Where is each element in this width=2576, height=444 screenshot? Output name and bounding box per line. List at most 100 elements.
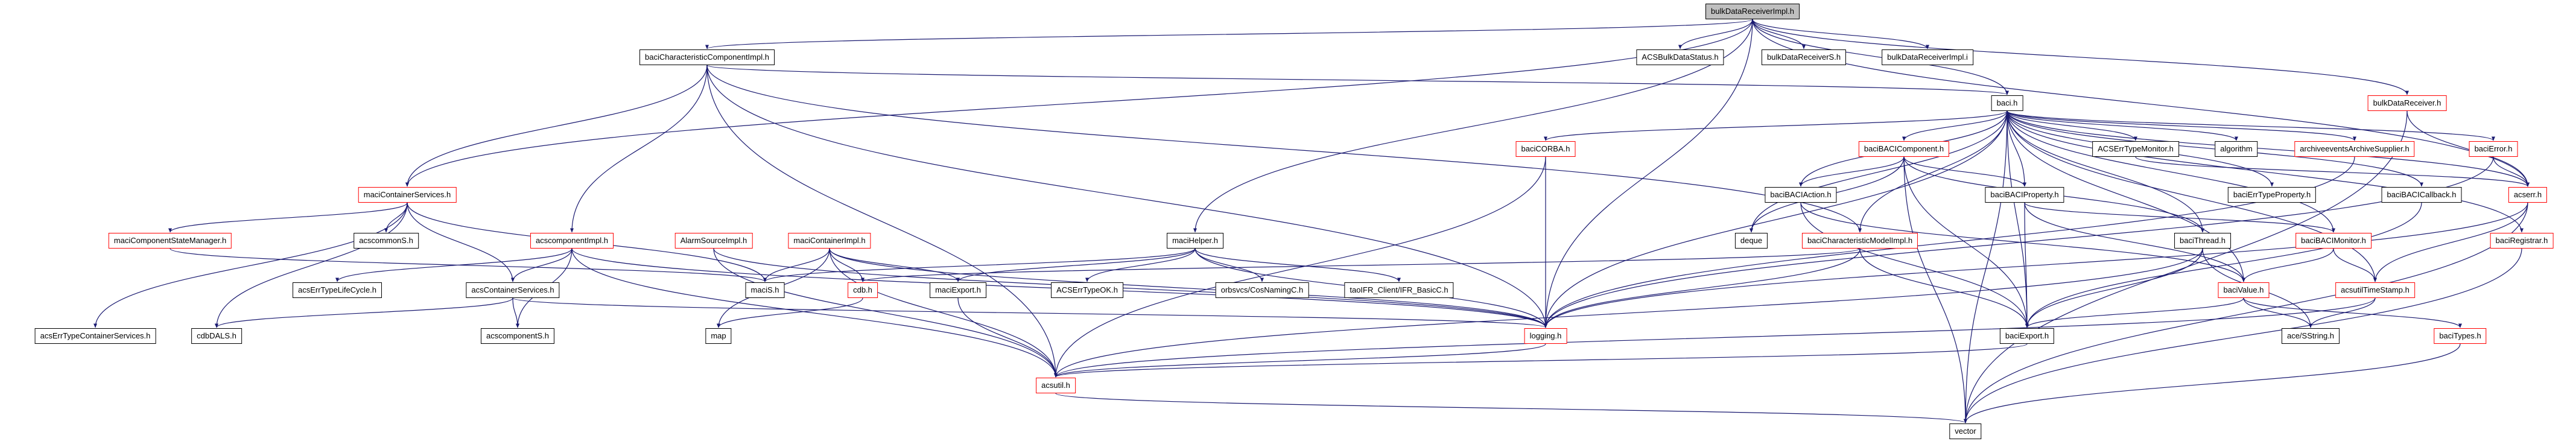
graph-node-ACSBulkDataStatus_h[interactable]: ACSBulkDataStatus.h (1636, 49, 1724, 65)
graph-node-baciRegistrar_h[interactable]: baciRegistrar.h (2490, 233, 2554, 249)
graph-node-baciTypes_h[interactable]: baciTypes.h (2434, 328, 2487, 344)
graph-edge-baci_h-to-baciBACIMonitor_h (2007, 110, 2335, 233)
graph-edge-baciBACIProperty_h-to-baciExport_h (2024, 202, 2029, 328)
graph-edge-bulkDataReceiverImpl_h-to-bulkDataReceiverS_h (1752, 19, 1806, 49)
graph-edge-maciContainerImpl_h-to-maciS_h (763, 248, 830, 282)
graph-node-baciBACIComponent_h[interactable]: baciBACIComponent.h (1858, 141, 1950, 157)
graph-edge-acsContainerServices_h-to-cdbDALS_h (215, 297, 513, 328)
graph-node-baciThread_h[interactable]: baciThread.h (2174, 233, 2231, 249)
graph-edge-bulkDataReceiverImpl_h-to-bulkDataReceiverImpl_i (1752, 19, 1929, 49)
graph-node-map[interactable]: map (705, 328, 732, 344)
graph-node-maciS_h[interactable]: maciS.h (745, 282, 785, 298)
graph-edge-maciHelper_h-to-maciExport_h (956, 248, 1196, 282)
graph-node-baciError_h[interactable]: baciError.h (2469, 141, 2518, 157)
graph-node-baciBACICallback_h[interactable]: baciBACICallback.h (2381, 187, 2462, 203)
graph-edge-baciCharacteristicComponentImpl_h-to-logging_h (706, 65, 1547, 328)
graph-edge-baciValue_h-to-baciExport_h (2025, 297, 2244, 328)
graph-node-baciCharacteristicModelImpl_h[interactable]: baciCharacteristicModelImpl.h (1801, 233, 1918, 249)
graph-node-acserr_h[interactable]: acserr.h (2508, 187, 2548, 203)
graph-node-maciContainerServices_h[interactable]: maciContainerServices.h (358, 187, 457, 203)
graph-node-baciCharacteristicComponentImpl_h[interactable]: baciCharacteristicComponentImpl.h (639, 49, 775, 65)
graph-node-acsContainerServices_h[interactable]: acsContainerServices.h (466, 282, 560, 298)
graph-edge-baciBACIMonitor_h-to-baciValue_h (2242, 248, 2334, 282)
graph-edge-logging_h-to-acsutil_h (1054, 343, 1546, 378)
graph-node-baciBACIProperty_h[interactable]: baciBACIProperty.h (1985, 187, 2064, 203)
graph-node-ace_SString_h[interactable]: ace/SString.h (2281, 328, 2340, 344)
graph-node-taoIFR_Client_IFR_BasicC_h[interactable]: taoIFR_Client/IFR_BasicC.h (1344, 282, 1454, 298)
graph-edge-acsContainerServices_h-to-acscomponentS_h (512, 297, 519, 328)
graph-node-maciExport_h[interactable]: maciExport.h (930, 282, 986, 298)
graph-edge-baci_h-to-baciBACICallback_h (2007, 110, 2423, 187)
graph-node-orbsvcs_CosNamingC_h[interactable]: orbsvcs/CosNamingC.h (1215, 282, 1309, 298)
graph-edge-baciCharacteristicComponentImpl_h-to-acscomponentImpl_h (570, 65, 708, 233)
graph-node-baciErrTypeProperty_h[interactable]: baciErrTypeProperty.h (2227, 187, 2317, 203)
graph-node-baciBACIMonitor_h[interactable]: baciBACIMonitor.h (2295, 233, 2371, 249)
graph-edge-baciBACIProperty_h-to-baciValue_h (2024, 202, 2245, 282)
graph-edge-bulkDataReceiverImpl_h-to-logging_h (1544, 19, 1753, 328)
graph-node-vector[interactable]: vector (1949, 423, 1982, 439)
graph-edge-AlarmSourceImpl_h-to-logging_h (713, 248, 1547, 328)
graph-edge-baciCharacteristicComponentImpl_h-to-baci_h (706, 65, 2009, 95)
graph-edge-baci_h-to-baciBACIProperty_h (2007, 110, 2026, 187)
graph-node-logging_h[interactable]: logging.h (1524, 328, 1567, 344)
graph-node-bulkDataReceiverS_h[interactable]: bulkDataReceiverS.h (1761, 49, 1847, 65)
graph-edge-baciCharacteristicModelImpl_h-to-logging_h (1544, 248, 1861, 328)
graph-edge-baciError_h-to-acserr_h (2493, 156, 2530, 187)
graph-node-bulkDataReceiverImpl_i[interactable]: bulkDataReceiverImpl.i (1882, 49, 1973, 65)
graph-edge-bulkDataReceiverImpl_h-to-maciContainerServices_h (405, 19, 1753, 187)
graph-edge-baci_h-to-algorithm (2007, 110, 2238, 141)
graph-node-acsErrTypeContainerServices_h[interactable]: acsErrTypeContainerServices.h (34, 328, 156, 344)
graph-node-cdb_h[interactable]: cdb.h (848, 282, 878, 298)
graph-edge-baciValue_h-to-ace_SString_h (2243, 297, 2312, 328)
graph-node-acsutilTimeStamp_h[interactable]: acsutilTimeStamp.h (2335, 282, 2415, 298)
graph-edge-baciBACIProperty_h-to-baciBACIMonitor_h (2024, 202, 2335, 233)
graph-edge-baciCharacteristicModelImpl_h-to-cdb_h (861, 248, 1861, 282)
graph-node-acscomponentImpl_h[interactable]: acscomponentImpl.h (530, 233, 614, 249)
graph-node-acscommonS_h[interactable]: acscommonS.h (354, 233, 419, 249)
graph-edge-baci_h-to-baciExport_h (2007, 110, 2029, 328)
graph-node-baciValue_h[interactable]: baciValue.h (2218, 282, 2270, 298)
graph-edge-baci_h-to-baciCORBA_h (1544, 110, 2008, 141)
graph-node-maciHelper_h[interactable]: maciHelper.h (1167, 233, 1223, 249)
graph-node-baciExport_h[interactable]: baciExport.h (1999, 328, 2055, 344)
graph-node-AlarmSourceImpl_h[interactable]: AlarmSourceImpl.h (674, 233, 753, 249)
graph-node-cdbDALS_h[interactable]: cdbDALS.h (191, 328, 242, 344)
graph-node-acscomponentS_h[interactable]: acscomponentS.h (480, 328, 555, 344)
graph-edge-baciCharacteristicModelImpl_h-to-baciExport_h (1859, 248, 2029, 328)
graph-node-acsutil_h[interactable]: acsutil.h (1036, 378, 1076, 393)
graph-edge-baci_h-to-ACSErrTypeMonitor_h (2007, 110, 2137, 141)
graph-node-maciComponentStateManager_h[interactable]: maciComponentStateManager.h (108, 233, 232, 249)
graph-node-baciBACIAction_h[interactable]: baciBACIAction.h (1765, 187, 1837, 203)
graph-node-deque[interactable]: deque (1734, 233, 1768, 249)
graph-edge-bulkDataReceiver_h-to-acserr_h (2406, 110, 2530, 187)
graph-node-bulkDataReceiver_h[interactable]: bulkDataReceiver.h (2367, 95, 2447, 111)
graph-edge-AlarmSourceImpl_h-to-acsutil_h (713, 248, 1058, 378)
graph-edge-baciValue_h-to-baciTypes_h (2243, 297, 2462, 328)
graph-edge-baci_h-to-archiveeventsArchiveSupplier_h (2007, 110, 2356, 141)
graph-edge-bulkDataReceiverImpl_h-to-baci_h (1752, 19, 2009, 95)
graph-edge-acsutilTimeStamp_h-to-acsutil_h (1054, 297, 2376, 378)
graph-edge-baciTypes_h-to-vector (1964, 343, 2461, 423)
graph-node-archiveeventsArchiveSupplier_h[interactable]: archiveeventsArchiveSupplier.h (2294, 141, 2415, 157)
graph-node-baciCORBA_h[interactable]: baciCORBA.h (1515, 141, 1576, 157)
graph-node-algorithm[interactable]: algorithm (2215, 141, 2258, 157)
graph-edge-baciBACIAction_h-to-baciExport_h (1800, 202, 2029, 328)
graph-edge-baciBACIMonitor_h-to-acsutilTimeStamp_h (2333, 248, 2377, 282)
graph-edge-baciThread_h-to-acsutil_h (1054, 248, 2203, 378)
graph-edge-baciCORBA_h-to-acsutil_h (1054, 156, 1546, 378)
graph-edge-baciCharacteristicComponentImpl_h-to-maciContainerServices_h (405, 65, 708, 187)
graph-edge-baci_h-to-deque (1750, 110, 2008, 233)
graph-edges (94, 19, 2530, 423)
graph-node-ACSErrTypeMonitor_h[interactable]: ACSErrTypeMonitor.h (2092, 141, 2179, 157)
graph-edge-baci_h-to-baciError_h (2007, 110, 2495, 141)
graph-node-acsErrTypeLifeCycle_h[interactable]: acsErrTypeLifeCycle.h (292, 282, 382, 298)
graph-node-baci_h[interactable]: baci.h (1991, 95, 2023, 111)
graph-edge-baciBACICallback_h-to-baciExport_h (2025, 202, 2422, 328)
graph-edge-baciBACIComponent_h-to-baciExport_h (1903, 156, 2029, 328)
graph-node-maciContainerImpl_h[interactable]: maciContainerImpl.h (788, 233, 871, 249)
graph-edge-archiveeventsArchiveSupplier_h-to-logging_h (1544, 156, 2355, 328)
graph-edge-acscomponentImpl_h-to-acsContainerServices_h (511, 248, 573, 282)
graph-edge-acscomponentImpl_h-to-acsutil_h (571, 248, 1058, 378)
graph-node-ACSErrTypeOK_h[interactable]: ACSErrTypeOK.h (1051, 282, 1123, 298)
graph-edge-acserr_h-to-logging_h (1544, 202, 2528, 328)
